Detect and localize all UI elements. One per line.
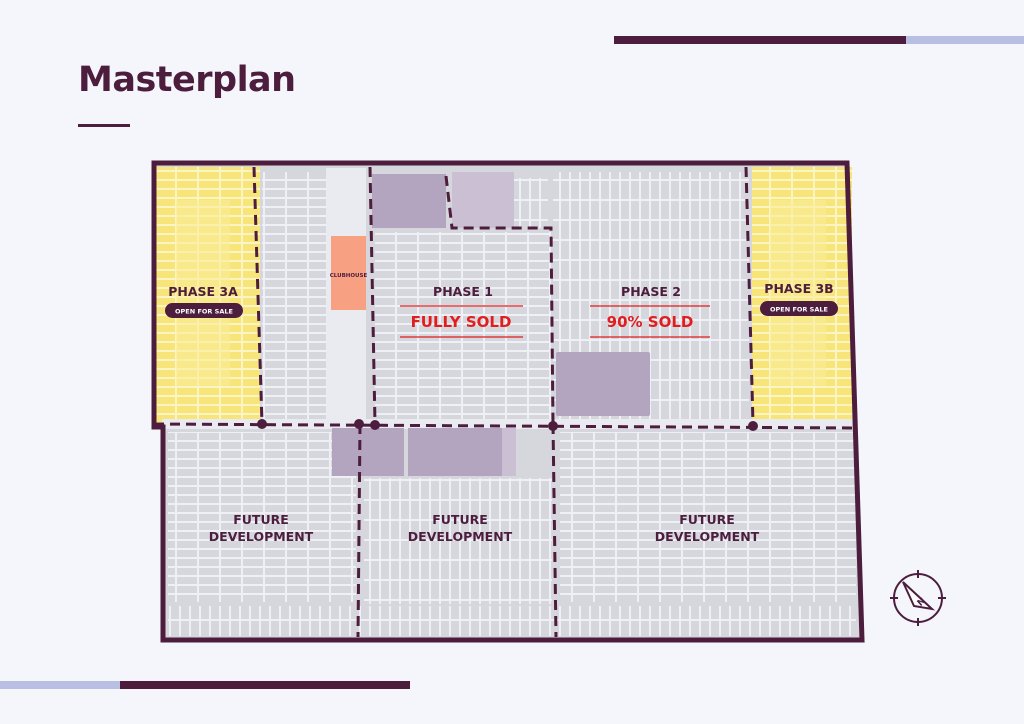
junction-dot: [257, 419, 267, 429]
junction-dot: [370, 420, 380, 430]
junction-dot: [548, 421, 558, 431]
building-south-3: [502, 428, 516, 476]
phase-3b-label: PHASE 3B: [764, 281, 833, 296]
phase-3a-badge: [165, 303, 243, 318]
phase-dividers: [153, 166, 859, 638]
bottom-accent-bar-dark: [120, 681, 410, 689]
top-accent-bar-light: [906, 36, 1024, 44]
future-right-line1: FUTURE: [679, 512, 735, 527]
bottom-accent-bar-light: [0, 681, 120, 689]
phase-1-status: FULLY SOLD: [411, 313, 512, 331]
building-south-2: [408, 428, 502, 476]
building-north-1: [372, 174, 446, 228]
future-left-line2: DEVELOPMENT: [209, 529, 314, 544]
plots-future-right: [560, 432, 856, 602]
phase-3a-label: PHASE 3A: [168, 284, 238, 299]
title-underline: [78, 124, 130, 127]
phase-2-label: PHASE 2: [621, 284, 681, 299]
phase-3a-badge-text: OPEN FOR SALE: [175, 308, 233, 316]
clubhouse-label: CLUBHOUSE: [330, 273, 368, 279]
top-accent-bar-dark: [614, 36, 906, 44]
building-north-2: [452, 172, 514, 228]
junction-dot: [748, 421, 758, 431]
phase-3b-badge-text: OPEN FOR SALE: [770, 306, 828, 314]
phase-2-status: 90% SOLD: [607, 313, 694, 331]
future-left-line1: FUTURE: [233, 512, 289, 527]
plots-phase1: [375, 232, 551, 420]
plots-central-strip: [262, 172, 326, 422]
page-title: Masterplan: [78, 60, 296, 100]
road-horizontal: [162, 419, 852, 429]
boundary-outline: [151, 160, 865, 643]
future-center-line1: FUTURE: [432, 512, 488, 527]
building-south-1: [332, 428, 404, 476]
clubhouse: [331, 236, 366, 310]
junction-dot: [354, 419, 364, 429]
plots-future-left: [168, 432, 356, 602]
plots-south-strip: [168, 606, 856, 636]
divider-junctions: [257, 419, 758, 431]
compass-icon: N: [890, 570, 946, 626]
phase-1-label: PHASE 1: [433, 284, 493, 299]
phase-3b-badge: [760, 301, 838, 316]
plots-future-center: [364, 478, 552, 604]
building-phase2: [556, 352, 650, 416]
future-center-line2: DEVELOPMENT: [408, 529, 513, 544]
future-right-line2: DEVELOPMENT: [655, 529, 760, 544]
